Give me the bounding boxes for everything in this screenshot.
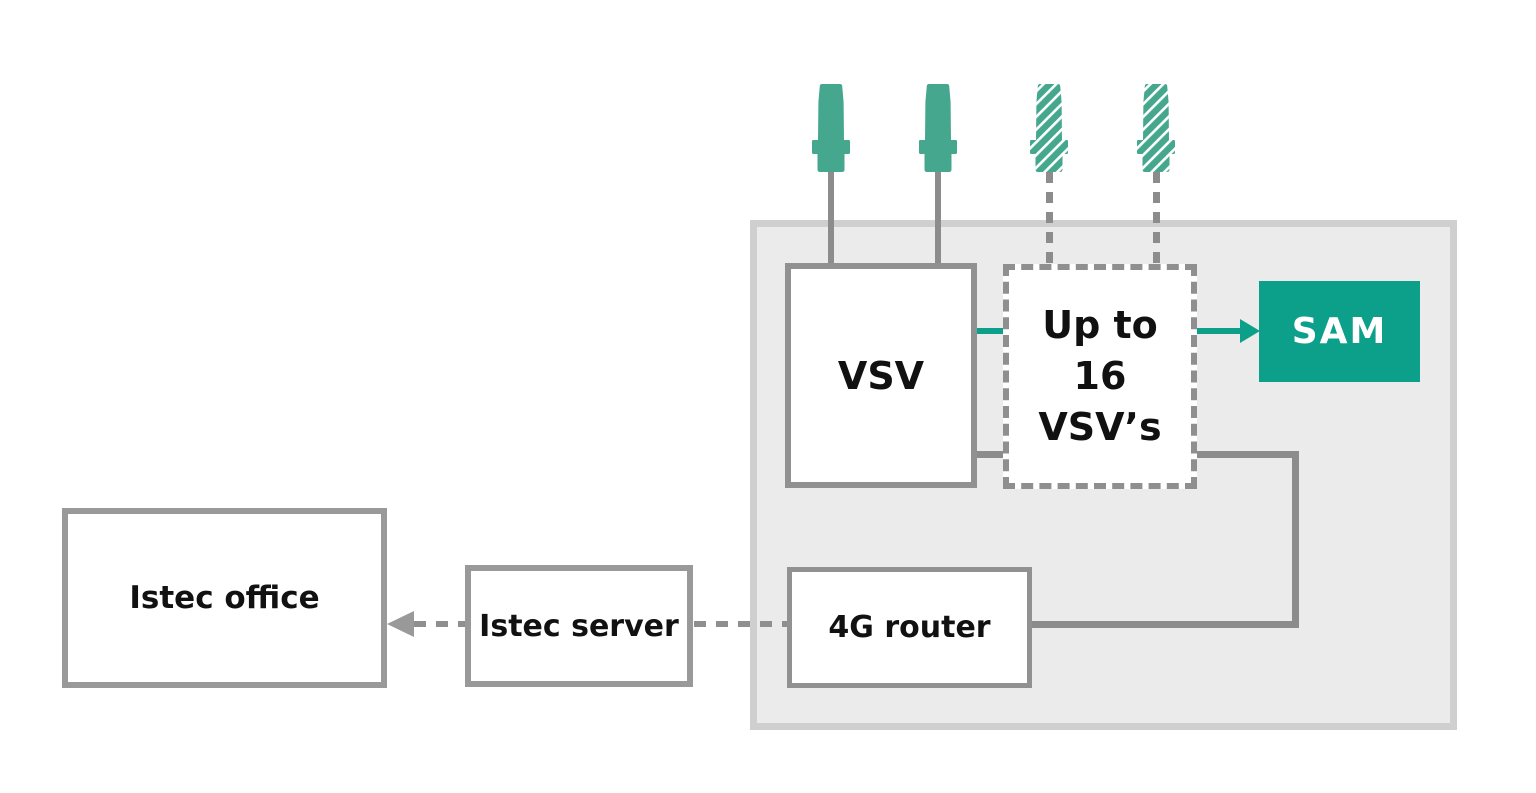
arrowhead-to-sam-icon <box>1240 319 1260 343</box>
vibration-sensor-future-icon <box>1030 84 1068 172</box>
link-router-to-server <box>694 621 787 627</box>
link-group-elbow-vertical <box>1292 451 1299 628</box>
node-sam: SAM <box>1259 281 1420 382</box>
node-4g-router-label: 4G router <box>828 610 991 645</box>
link-vsv-to-group <box>977 328 1003 334</box>
vibration-sensor-icon <box>812 84 850 172</box>
node-vsv-group-label-line1: Up to <box>1042 303 1158 348</box>
link-group-elbow-top <box>1197 451 1299 458</box>
wire-sensor4-to-group <box>1153 172 1160 264</box>
link-group-to-sam <box>1197 328 1243 334</box>
wire-sensor3-to-group <box>1046 172 1053 264</box>
node-sam-label: SAM <box>1291 311 1388 352</box>
node-istec-office-label: Istec office <box>129 580 320 616</box>
arrowhead-to-office-icon <box>387 611 414 637</box>
node-vsv-group-label-line2: 16 VSV’s <box>1038 354 1162 449</box>
node-vsv-group: Up to 16 VSV’s <box>1003 264 1197 489</box>
vibration-sensor-future-icon <box>1137 84 1175 172</box>
link-vsv-to-group-lower <box>977 451 1003 458</box>
node-4g-router: 4G router <box>787 567 1032 688</box>
wire-sensor2-to-vsv <box>935 166 941 266</box>
node-istec-server-label: Istec server <box>479 608 679 644</box>
node-vsv: VSV <box>785 263 977 488</box>
node-vsv-label: VSV <box>837 353 925 398</box>
wire-sensor1-to-vsv <box>828 166 834 266</box>
link-server-to-office <box>414 621 465 627</box>
link-elbow-to-router <box>1032 621 1299 628</box>
vibration-sensor-icon <box>919 84 957 172</box>
node-istec-server: Istec server <box>465 565 693 687</box>
node-istec-office: Istec office <box>62 508 387 688</box>
